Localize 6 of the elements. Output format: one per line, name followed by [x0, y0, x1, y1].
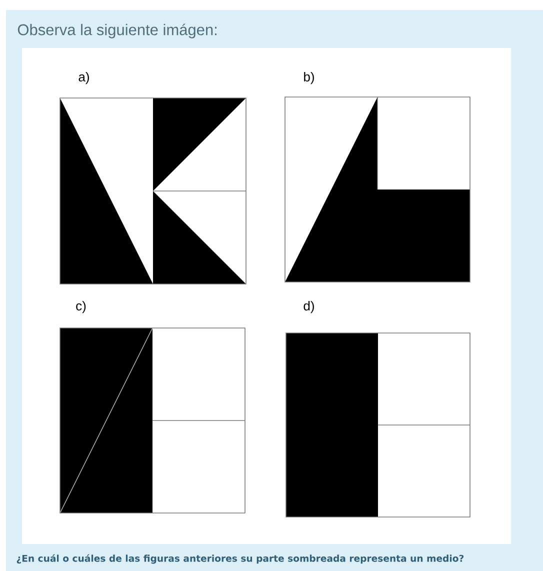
figure-label: c) — [76, 300, 86, 314]
question-text: ¿En cuál o cuáles de las figuras anteriores su parte sombreada representa un medio? — [16, 554, 464, 564]
figure-label: a) — [78, 72, 89, 84]
figure-label: b) — [304, 72, 314, 84]
title: Observa la siguiente imágen: — [18, 24, 216, 38]
figure-label: d) — [304, 300, 314, 314]
